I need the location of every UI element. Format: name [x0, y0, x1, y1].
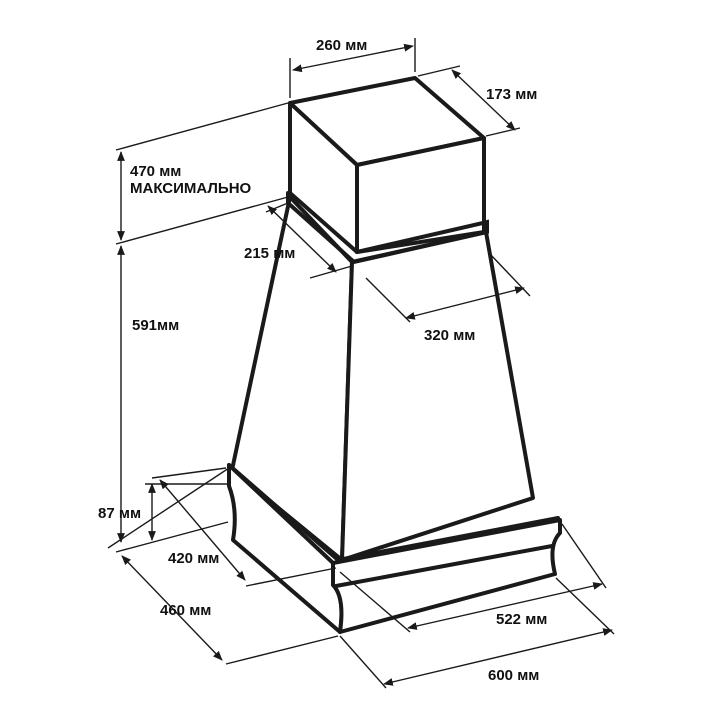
ext-173-a — [417, 65, 461, 77]
dim-173 — [451, 69, 516, 131]
label-height-max-note: МАКСИМАЛЬНО — [130, 180, 252, 197]
ext-320-left — [365, 277, 411, 323]
label-width-top: 260 мм — [316, 37, 367, 54]
label-height-body: 591мм — [132, 317, 179, 334]
dim-260 — [292, 43, 414, 73]
label-width-base-outer: 600 мм — [488, 667, 539, 684]
dimension-lines — [107, 38, 615, 689]
ext-460-b — [225, 635, 339, 665]
hood-outline — [227, 76, 562, 634]
ext-600-left — [339, 635, 387, 689]
label-depth-base-outer: 460 мм — [160, 602, 211, 619]
label-width-base-inner: 522 мм — [496, 611, 547, 628]
ext-470-bottom — [115, 196, 289, 245]
label-height-max-value: 470 мм — [130, 163, 181, 180]
ext-522-left — [339, 571, 411, 633]
label-depth-base-inner: 420 мм — [168, 550, 219, 567]
collar-band — [286, 191, 489, 265]
dim-600 — [383, 628, 613, 686]
dim-320 — [405, 286, 525, 320]
label-width-mid: 320 мм — [424, 327, 475, 344]
ext-420-a — [151, 467, 227, 479]
base-trim-line — [334, 544, 554, 588]
label-depth-mid: 215 мм — [244, 245, 295, 262]
dim-420 — [159, 479, 246, 581]
label-depth-top: 173 мм — [486, 86, 537, 103]
dim-215 — [267, 205, 337, 273]
body-front-face — [340, 230, 535, 562]
ext-470-top — [115, 102, 289, 151]
ext-420-b — [245, 567, 337, 587]
base-front-face — [331, 518, 562, 634]
ext-460-a — [115, 521, 229, 553]
label-height-base: 87 мм — [98, 505, 141, 522]
base-top-ledge — [227, 463, 560, 563]
ext-600-right — [555, 577, 615, 635]
dim-460 — [121, 555, 223, 661]
ext-522-right — [561, 523, 607, 589]
dimension-labels: 260 мм 173 мм 470 мм МАКСИМАЛЬНО 215 мм … — [98, 37, 547, 684]
